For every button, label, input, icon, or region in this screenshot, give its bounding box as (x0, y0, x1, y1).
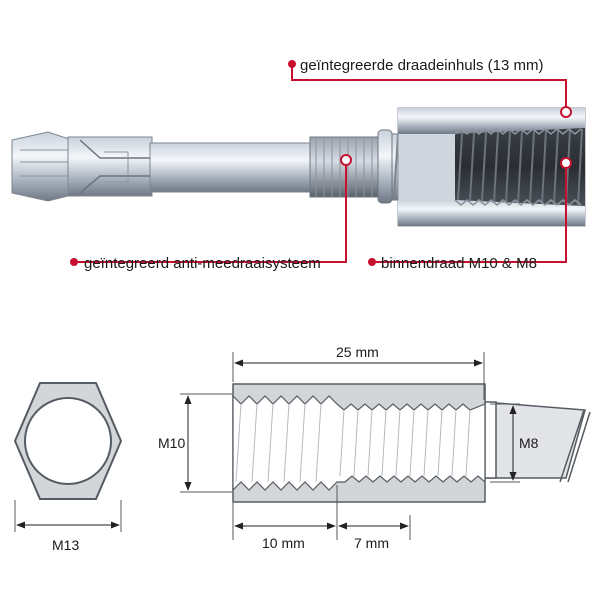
length-label: 25 mm (336, 344, 379, 360)
hex-size-label: M13 (52, 537, 79, 553)
callout-lines (74, 64, 567, 263)
m10-label: M10 (158, 435, 185, 451)
anchor-shaft (149, 142, 313, 193)
m8-label: M8 (519, 435, 539, 451)
callout-ring-knurl (340, 154, 352, 166)
anchor-illustration (11, 107, 586, 227)
expansion-clip (67, 136, 153, 197)
anchor-collar (377, 129, 393, 204)
callout-dot-sleeve (288, 60, 296, 68)
callout-label-anti-rotation: geïntegreerd anti-meedraaisysteem (84, 255, 321, 272)
anchor-cone (11, 131, 73, 202)
threaded-bore (232, 394, 486, 492)
m10-depth-label: 10 mm (262, 535, 305, 551)
hex-end-view: M13 (13, 382, 123, 553)
sleeve-section-view: 25 mm M10 M8 10 mm 7 mm (158, 344, 591, 551)
callout-ring-sleeve (560, 106, 572, 118)
callout-label-sleeve: geïntegreerde draadeinhuls (13 mm) (300, 57, 543, 74)
callout-label-thread: binnendraad M10 & M8 (381, 255, 537, 272)
hex-bore (24, 397, 112, 485)
callout-dot-thread (368, 258, 376, 266)
callout-ring-thread (560, 157, 572, 169)
callout-dot-anti-rotation (70, 258, 78, 266)
m8-depth-label: 7 mm (354, 535, 389, 551)
